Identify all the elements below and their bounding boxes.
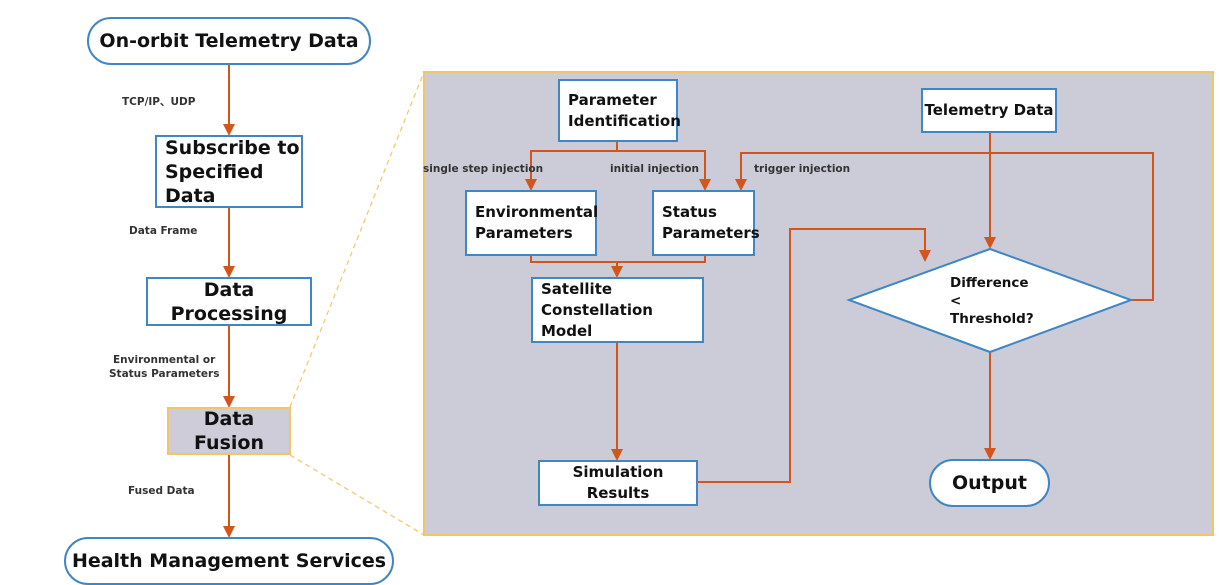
processing-label: Data Processing [170,278,288,325]
edge-label-params-1: Environmental or [113,354,216,366]
telemetry-data-label: Telemetry Data [924,101,1054,119]
telemetry-data-node: Telemetry Data [921,88,1057,133]
edge-label-params-2: Status Parameters [109,368,220,380]
edge-label-frame: Data Frame [129,225,198,237]
edge-label-initial: initial injection [610,163,699,175]
env-params-node: Environmental Parameters [465,190,599,256]
zoom-line-bottom [289,454,425,536]
arrow-sim-to-decision [697,228,931,483]
health-services-label: Health Management Services [71,550,387,572]
edge-label-protocol: TCP/IP、UDP [122,96,196,108]
arrow-trigger-injection [735,152,1154,301]
telemetry-source-node: On-orbit Telemetry Data [87,17,371,65]
fusion-node: Data Fusion [167,407,291,455]
status-params-line-2: Parameters [662,224,760,242]
subscribe-line-2: Specified Data [165,160,264,207]
output-label: Output [952,472,1027,494]
decision-diamond [846,247,1134,354]
decision-line-1: Difference [950,275,1029,291]
sim-results-node: Simulation Results [538,460,698,506]
param-id-node: Parameter Identification [558,79,681,142]
edge-label-fused: Fused Data [128,485,195,497]
arrow-env-to-model [530,255,623,278]
edge-label-single-step: single step injection [423,163,544,175]
arrow-status-to-model [617,255,706,263]
model-line-2: Constellation Model [541,300,653,340]
model-line-1: Satellite [541,279,613,298]
arrow-single-step-injection [525,150,617,191]
param-id-line-2: Identification [568,111,681,130]
subscribe-line-1: Subscribe to [165,136,300,159]
status-params-node: Status Parameters [652,190,760,256]
zoom-line-top [289,71,425,408]
subscribe-node: Subscribe to Specified Data [155,135,303,208]
processing-node: Data Processing [146,277,312,326]
edge-label-trigger: trigger injection [754,163,851,175]
param-id-line-1: Parameter [568,90,657,109]
health-services-node: Health Management Services [64,537,394,585]
fusion-label: Data Fusion [194,408,264,454]
arrow-initial-injection [617,150,711,191]
telemetry-source-label: On-orbit Telemetry Data [99,30,359,52]
decision-line-2: < [950,293,961,309]
decision-line-3: Threshold? [950,311,1034,327]
env-params-line-2: Parameters [475,224,573,242]
model-node: Satellite Constellation Model [531,277,704,343]
sim-results-label: Simulation Results [572,463,664,502]
output-node: Output [929,459,1050,507]
status-params-line-1: Status [662,203,717,221]
env-params-line-1: Environmental [475,203,599,221]
